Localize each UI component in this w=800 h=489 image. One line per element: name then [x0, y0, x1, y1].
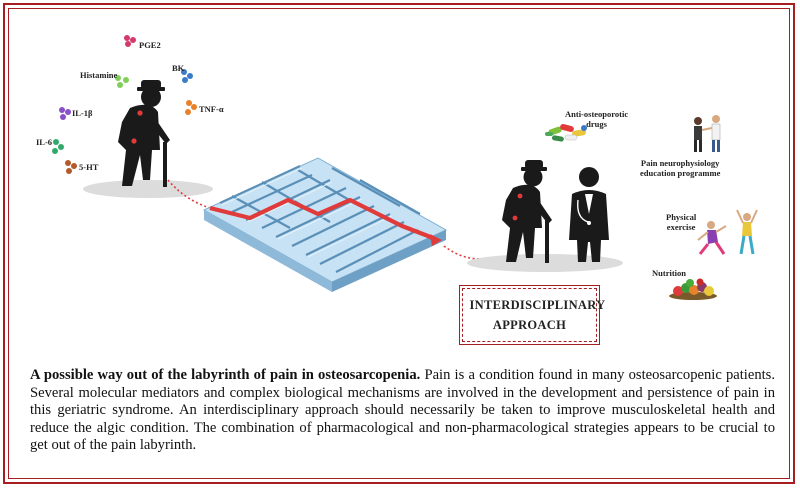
exercise-icon	[697, 209, 758, 255]
left-ground-shadow	[83, 180, 213, 198]
label-histamine: Histamine	[80, 70, 118, 80]
right-pain-point	[512, 215, 518, 221]
interdisciplinary-approach-label: INTERDISCIPLINARY APPROACH	[469, 298, 606, 332]
label-anti-osteoporotic-drugs: Anti-osteoporotic drugs	[565, 109, 629, 129]
label-il6: IL-6	[36, 137, 53, 147]
interdisciplinary-approach-box: INTERDISCIPLINARY APPROACH	[459, 285, 606, 345]
label-nutrition: Nutrition	[652, 268, 686, 278]
figure-caption: A possible way out of the labyrinth of p…	[30, 367, 775, 455]
caption-body: Pain is a condition found in many osteos…	[30, 367, 775, 453]
inner-frame	[8, 8, 790, 479]
outer-frame	[3, 3, 795, 484]
elderly-patient-icon	[118, 80, 170, 187]
label-tnfa: TNF-α	[199, 104, 224, 114]
label-bk: BK	[172, 63, 185, 73]
exit-dotted-path	[443, 245, 489, 260]
recovering-patient-icon	[502, 160, 552, 263]
label-pge2: PGE2	[139, 40, 161, 50]
labyrinth-maze	[202, 157, 448, 292]
pge2-dots-icon	[124, 35, 136, 47]
histamine-dots-icon	[115, 75, 129, 88]
consultation-icon	[694, 115, 721, 152]
5ht-dots-icon	[65, 160, 77, 174]
doctor-icon	[569, 167, 609, 262]
tnfa-dots-icon	[185, 100, 197, 115]
label-5ht: 5-HT	[79, 162, 99, 172]
il6-dots-icon	[52, 139, 64, 154]
label-physical-exercise: Physical exercise	[666, 212, 697, 232]
maze-solution-path	[209, 197, 437, 242]
left-pain-point	[137, 110, 143, 116]
pills-icon	[545, 123, 587, 142]
caption-title: A possible way out of the labyrinth of p…	[30, 367, 421, 383]
bk-dots-icon	[181, 69, 193, 83]
food-icon	[669, 278, 717, 300]
entry-dotted-path	[167, 179, 211, 209]
label-il1b: IL-1β	[72, 108, 93, 118]
left-pain-point	[131, 138, 137, 144]
il1b-dots-icon	[59, 107, 71, 120]
right-pain-point	[517, 193, 523, 199]
label-education-programme: Pain neurophysiology education programme	[640, 158, 721, 178]
